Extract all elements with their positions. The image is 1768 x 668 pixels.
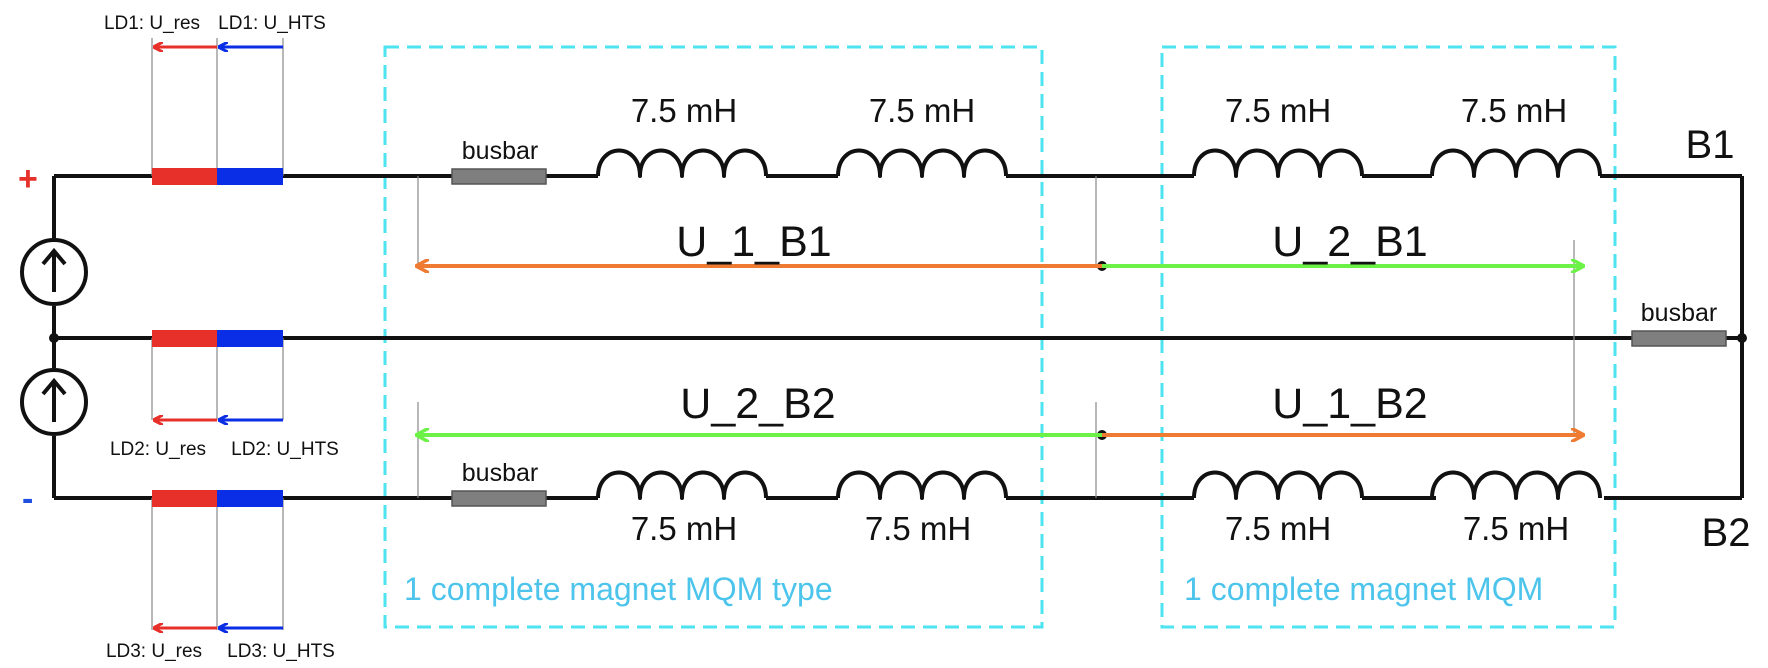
ld3-hts-label: LD3: U_HTS <box>227 641 335 662</box>
ld1-resistive-section <box>152 168 217 185</box>
ld2-resistive-section <box>152 330 217 347</box>
inductor-bottom-3 <box>1192 470 1364 500</box>
current-source-top <box>20 238 88 306</box>
inductor-label-bottom-3: 7.5 mH <box>1225 510 1331 547</box>
u1-b2-label: U_1_B2 <box>1272 380 1427 428</box>
magnet-box-right-label: 1 complete magnet MQM <box>1184 571 1543 607</box>
inductor-top-1 <box>596 148 768 178</box>
inductor-label-top-2: 7.5 mH <box>869 92 975 129</box>
magnet-box-left-label: 1 complete magnet MQM type <box>404 571 833 607</box>
inductor-bottom-2 <box>836 470 1008 500</box>
inductor-label-bottom-4: 7.5 mH <box>1463 510 1569 547</box>
busbar-middle-right <box>1631 330 1727 347</box>
plus-sign: + <box>18 160 38 198</box>
u2-b2-label: U_2_B2 <box>680 380 835 428</box>
ld2-hts-label: LD2: U_HTS <box>231 439 339 460</box>
ld3-hts-section <box>217 490 283 507</box>
ld3-res-label: LD3: U_res <box>106 641 202 662</box>
ld1-hts-section <box>217 168 283 185</box>
inductor-label-bottom-2: 7.5 mH <box>865 510 971 547</box>
u2-b1-label: U_2_B1 <box>1272 218 1427 266</box>
inductor-label-top-1: 7.5 mH <box>631 92 737 129</box>
busbar-bottom-left <box>451 490 547 507</box>
node-b2-label: B2 <box>1702 511 1751 555</box>
minus-sign: - <box>22 480 33 518</box>
busbar-middle-right-label: busbar <box>1641 299 1717 327</box>
ld2-res-label: LD2: U_res <box>110 439 206 460</box>
junction-dot-left <box>49 333 59 343</box>
inductors <box>596 148 1602 500</box>
magnet-box-right <box>1160 45 1617 629</box>
lead-guides <box>151 38 284 630</box>
u1-b1-label: U_1_B1 <box>676 218 831 266</box>
inductor-label-top-4: 7.5 mH <box>1461 92 1567 129</box>
ld1-res-label: LD1: U_res <box>104 13 200 34</box>
busbar-bottom-left-label: busbar <box>462 459 538 487</box>
busbar-top-left-label: busbar <box>462 137 538 165</box>
inductor-label-top-3: 7.5 mH <box>1225 92 1331 129</box>
busbar-top-left <box>451 168 547 185</box>
inductor-bottom-1 <box>596 470 768 500</box>
node-b1-label: B1 <box>1686 123 1735 167</box>
ld2-hts-section <box>217 330 283 347</box>
junction-dot-right <box>1737 333 1747 343</box>
inductor-top-3 <box>1192 148 1364 178</box>
inductor-bottom-4 <box>1430 470 1602 500</box>
ld3-resistive-section <box>152 490 217 507</box>
ld1-hts-label: LD1: U_HTS <box>218 13 326 34</box>
current-source-bottom <box>20 368 88 436</box>
inductor-label-bottom-1: 7.5 mH <box>631 510 737 547</box>
inductor-top-2 <box>836 148 1008 178</box>
inductor-top-4 <box>1430 148 1602 178</box>
